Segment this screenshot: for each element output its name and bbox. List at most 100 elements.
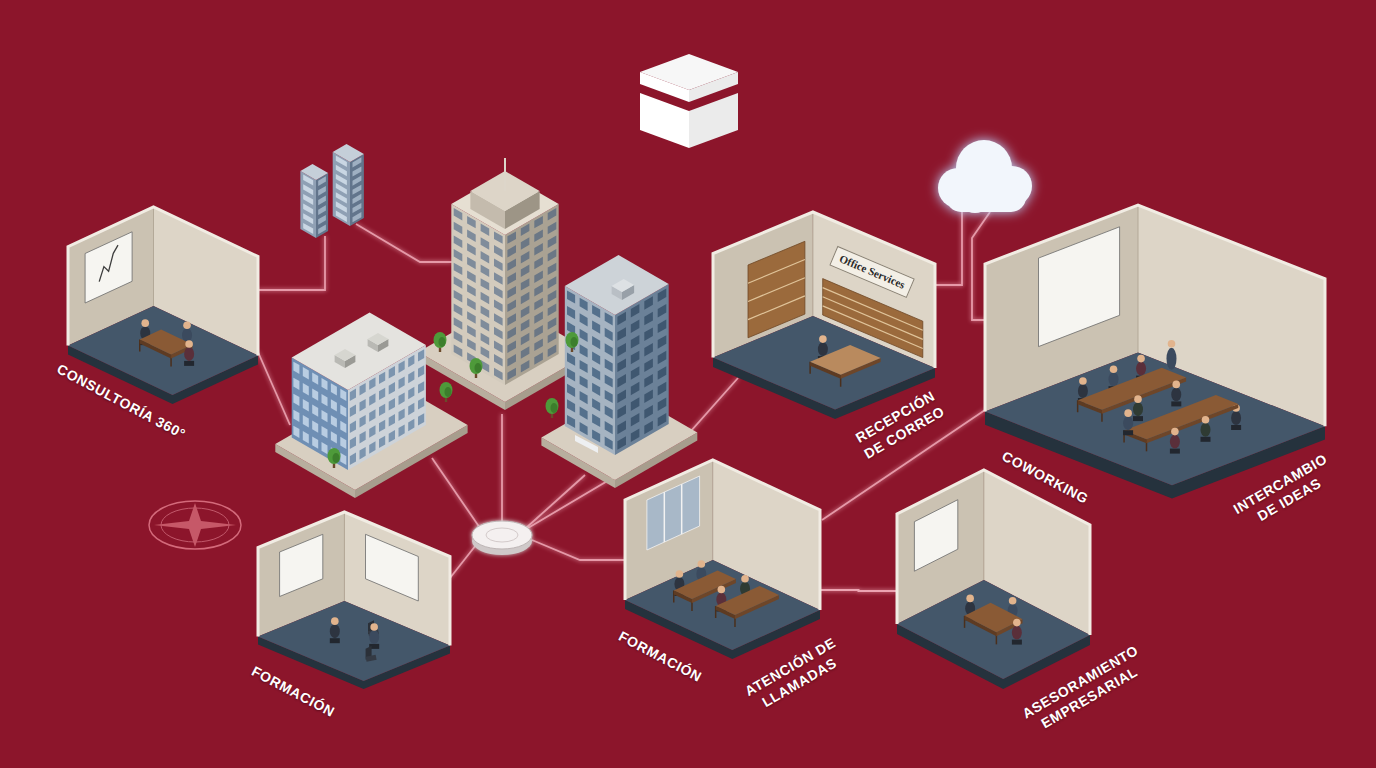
chair — [1170, 449, 1180, 454]
window — [454, 290, 463, 303]
window — [617, 358, 626, 372]
window — [312, 421, 318, 433]
window — [467, 339, 476, 352]
window — [521, 360, 530, 372]
person-head — [698, 560, 706, 568]
window — [353, 185, 362, 195]
person-body — [1166, 348, 1176, 370]
window — [379, 420, 385, 432]
window — [534, 325, 543, 337]
window — [644, 343, 653, 357]
window — [631, 429, 640, 443]
person-head — [1134, 395, 1142, 403]
window — [631, 366, 640, 380]
window — [467, 284, 476, 296]
window — [360, 415, 366, 427]
chair — [330, 638, 340, 643]
person-head — [1110, 365, 1118, 373]
person-head — [1168, 340, 1176, 348]
window — [454, 345, 463, 357]
roof — [565, 255, 669, 315]
window — [336, 201, 347, 213]
window — [631, 335, 640, 349]
window — [467, 298, 476, 311]
rooftop-unit — [612, 279, 635, 300]
wall-corner — [983, 470, 984, 580]
window — [567, 368, 575, 381]
tree — [470, 358, 483, 378]
window — [580, 344, 588, 357]
window — [658, 413, 667, 427]
window — [293, 362, 299, 374]
shelf-board — [823, 306, 923, 349]
window — [360, 383, 366, 395]
floor — [258, 601, 450, 681]
wall-rim — [713, 212, 935, 368]
hub-ring — [486, 528, 518, 542]
window — [548, 249, 557, 262]
room-illustration — [897, 470, 1090, 690]
window — [644, 327, 653, 341]
window — [644, 374, 653, 388]
window — [507, 286, 516, 299]
window — [293, 410, 299, 422]
window — [481, 237, 490, 249]
window — [580, 360, 588, 373]
chair-seat — [366, 655, 377, 662]
table-top — [1124, 395, 1238, 439]
window — [605, 390, 613, 403]
tree-crown — [566, 332, 579, 348]
window — [534, 230, 543, 243]
window — [481, 292, 490, 305]
chair — [1201, 437, 1211, 442]
window — [617, 374, 626, 388]
window — [340, 437, 346, 449]
person-head — [1079, 377, 1087, 385]
window — [350, 405, 356, 417]
window — [454, 276, 463, 289]
window — [658, 289, 667, 303]
tree-shade — [571, 337, 578, 347]
glass-tower — [565, 255, 669, 455]
window — [592, 429, 600, 442]
window — [548, 235, 557, 248]
window — [631, 351, 640, 365]
window — [467, 311, 476, 324]
logo-band — [640, 84, 689, 111]
window — [379, 372, 385, 384]
window — [399, 425, 405, 437]
wall-rim — [258, 512, 450, 646]
window — [454, 317, 463, 330]
chart-line — [99, 245, 118, 281]
person-body — [1109, 372, 1119, 386]
wall-corner — [1138, 205, 1139, 353]
window — [303, 213, 313, 224]
window — [617, 343, 626, 357]
window — [481, 346, 490, 359]
shelf-board — [823, 297, 923, 340]
left-face — [333, 152, 350, 226]
person-head — [331, 617, 339, 625]
window — [521, 251, 530, 264]
window — [360, 399, 366, 411]
tree-crown — [546, 398, 559, 414]
window — [481, 224, 490, 237]
window — [418, 413, 424, 425]
window — [658, 351, 667, 365]
window — [494, 286, 503, 299]
window — [389, 382, 395, 394]
room-node: COWORKINGINTERCAMBIO DE IDEAS — [985, 205, 1325, 500]
window — [548, 331, 557, 344]
table-top — [140, 330, 193, 355]
tree — [328, 448, 341, 468]
window — [534, 298, 543, 311]
whiteboard — [914, 500, 957, 572]
window — [617, 421, 626, 435]
whiteboard — [85, 232, 132, 303]
network-line — [258, 236, 325, 290]
wall-corner — [712, 460, 713, 560]
window — [399, 409, 405, 421]
wall-rim — [897, 470, 1090, 635]
window — [631, 397, 640, 411]
person-body — [818, 342, 828, 356]
